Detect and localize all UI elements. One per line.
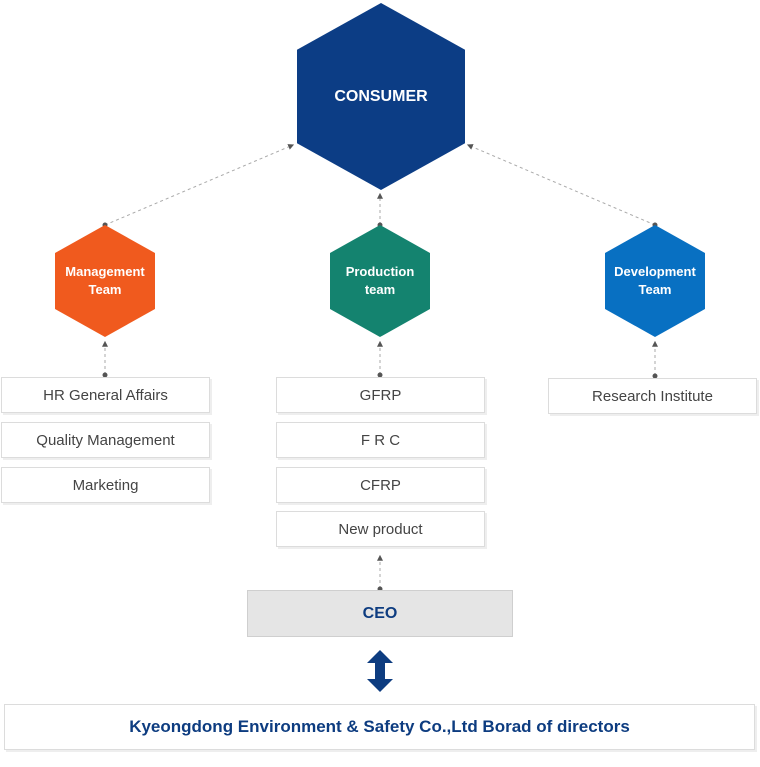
cfrp-box: CFRP [276,467,485,503]
management-team-hexagon: Management Team [55,225,155,337]
new-product-box: New product [276,511,485,547]
consumer-label: CONSUMER [334,87,428,105]
development-team-label: Development Team [614,264,696,297]
gfrp-box: GFRP [276,377,485,413]
development-team-hexagon-shape [605,225,705,337]
management-team-label: Management Team [65,264,145,297]
quality-management-box: Quality Management [1,422,210,458]
production-team-hexagon-shape [330,225,430,337]
board-of-directors-box: Kyeongdong Environment & Safety Co.,Ltd … [4,704,755,750]
marketing-box: Marketing [1,467,210,503]
frc-box: F R C [276,422,485,458]
ceo-box: CEO [247,590,513,637]
double-arrow-icon [367,650,393,692]
connector-development-to-consumer [466,144,656,226]
research-institute-box: Research Institute [548,378,757,414]
connector-management-to-consumer [104,144,295,226]
consumer-hexagon-shape [297,3,465,190]
production-team-label: Production team [345,264,415,297]
management-team-hexagon-shape [55,225,155,337]
hr-general-affairs-box: HR General Affairs [1,377,210,413]
development-team-hexagon: Development Team [605,225,705,337]
production-team-hexagon: Production team [330,225,430,337]
consumer-hexagon: CONSUMER [297,3,465,190]
